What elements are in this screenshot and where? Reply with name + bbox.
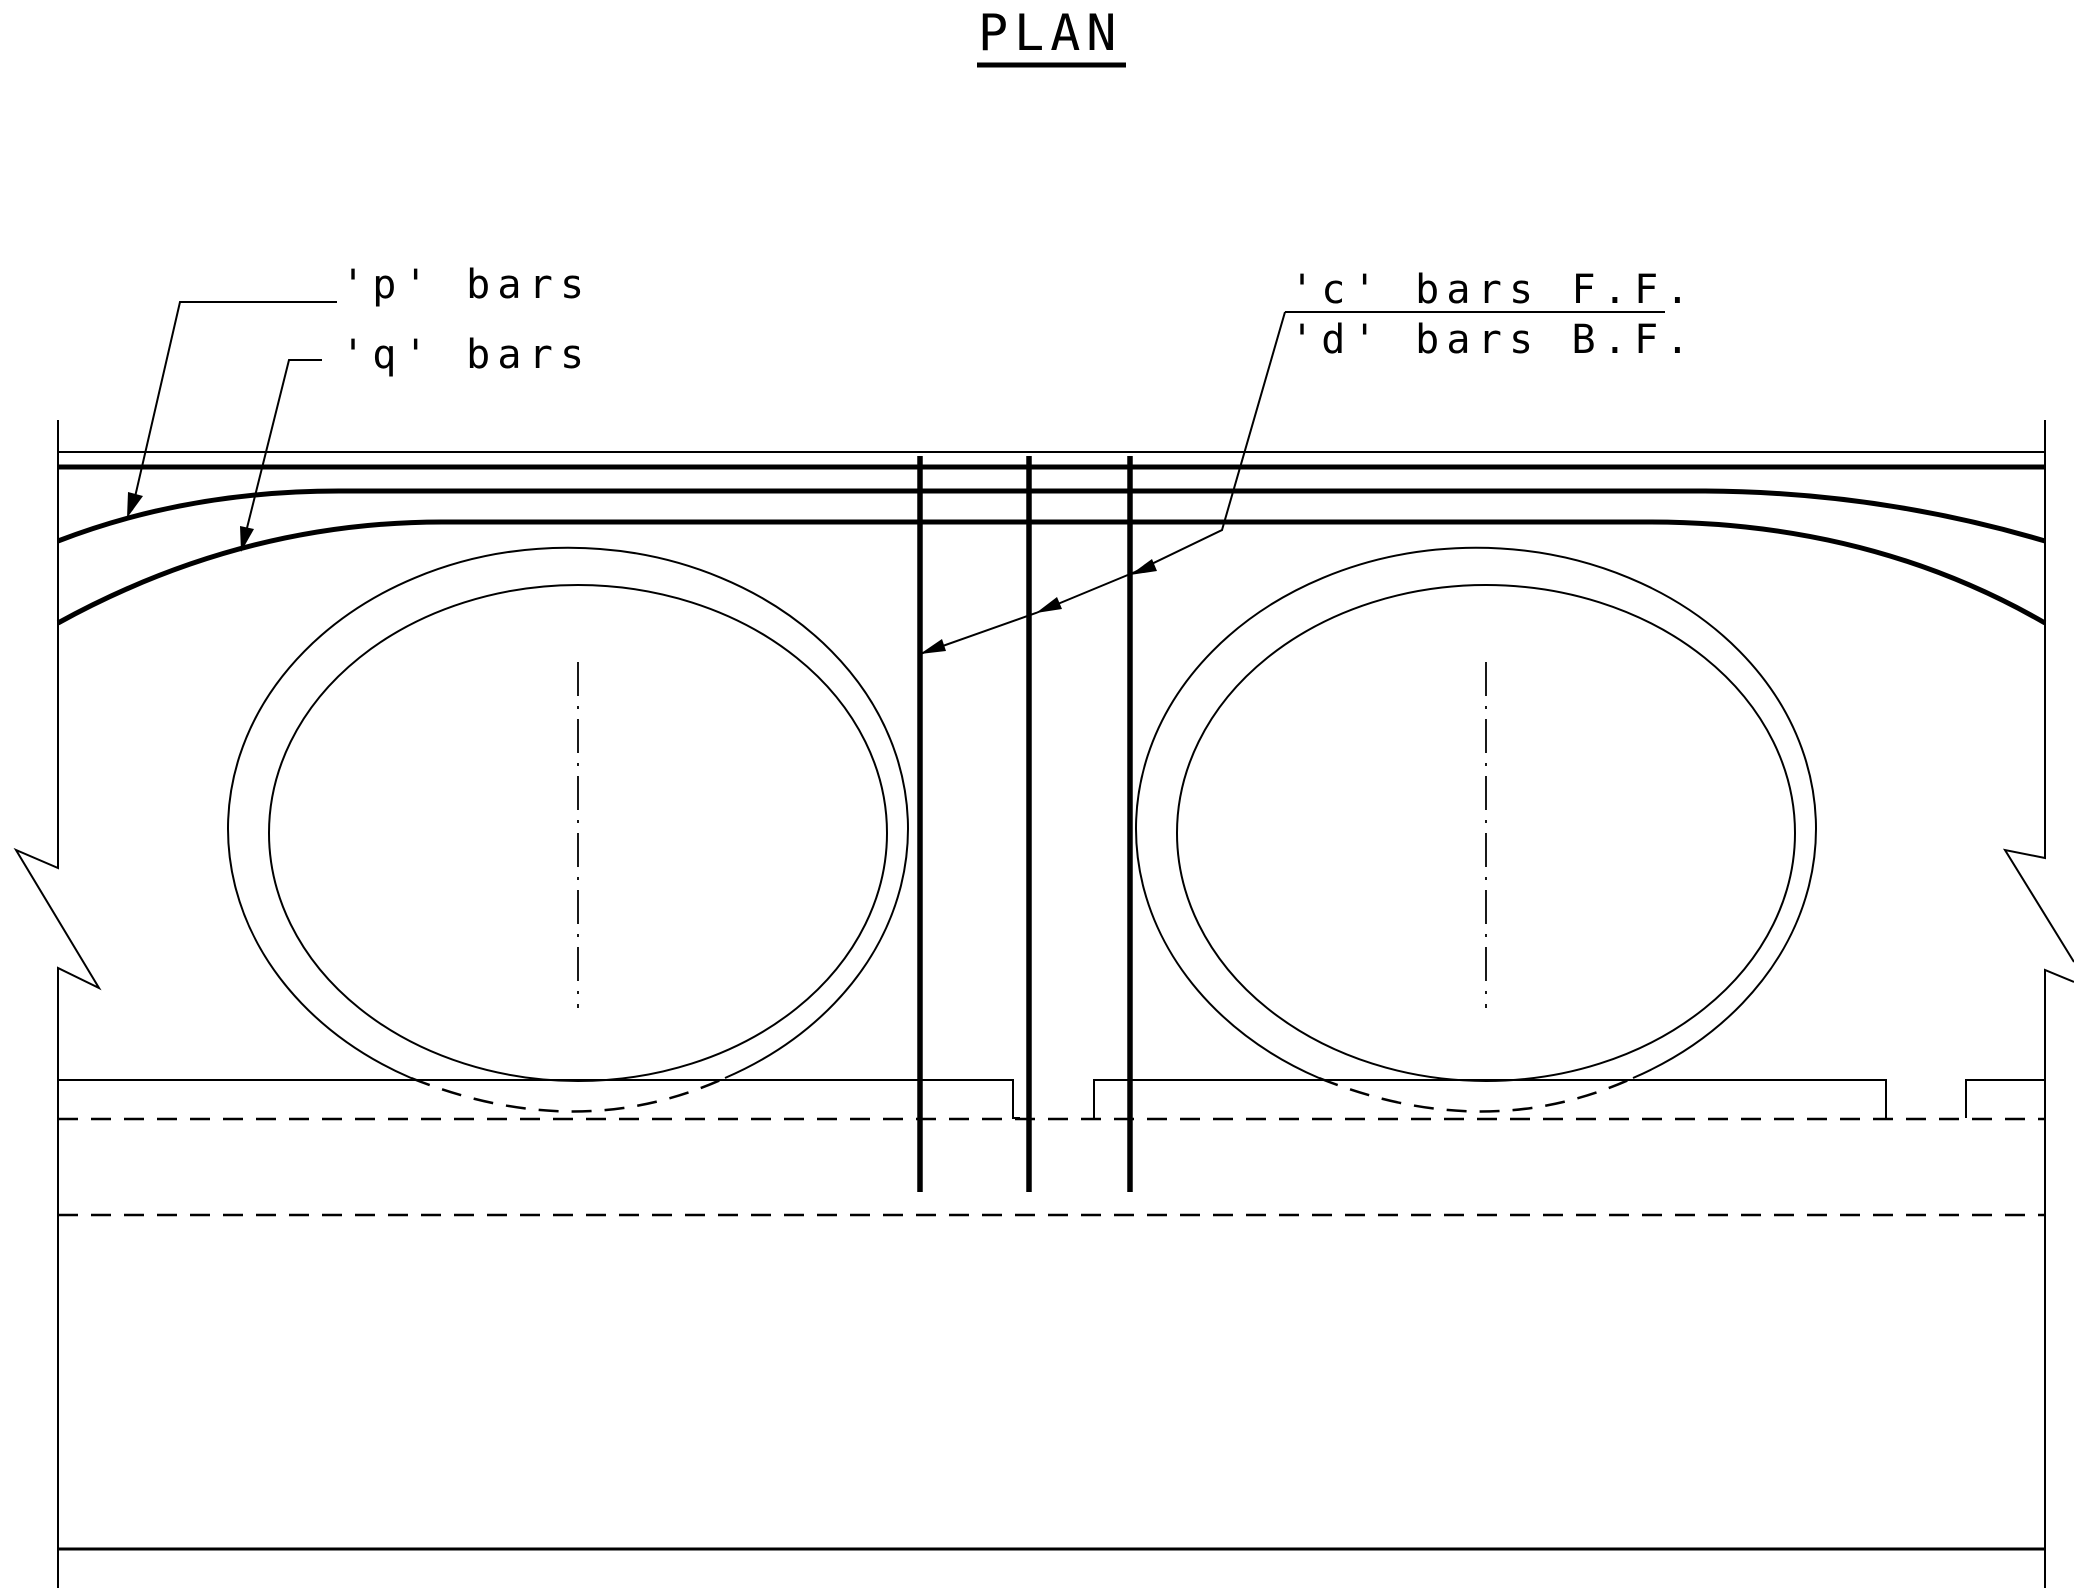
left-pipe xyxy=(227,546,909,1113)
c-bars-label: 'c' bars F.F. xyxy=(1290,267,1697,313)
d-bars-label: 'd' bars B.F. xyxy=(1290,317,1697,363)
right-pipe xyxy=(1135,546,1817,1113)
cd-arrowhead-3 xyxy=(920,639,946,654)
drawing-title: PLAN xyxy=(978,4,1122,62)
q-bars-curve xyxy=(56,519,2047,626)
right-edge xyxy=(2002,420,2074,1588)
cd-arrowhead-2 xyxy=(1036,597,1062,613)
q-bars-label: 'q' bars xyxy=(341,332,591,378)
p-bars-arrowhead xyxy=(127,492,143,518)
p-bars-curve xyxy=(57,488,2046,544)
left-edge xyxy=(13,420,102,1588)
p-bars-leader xyxy=(127,301,337,518)
left-pipe-outer-hidden xyxy=(410,1076,726,1113)
left-pipe-outer xyxy=(227,546,909,1079)
footing-line xyxy=(58,1079,2045,1119)
q-bars-arrowhead xyxy=(240,526,254,552)
right-pipe-outer-hidden xyxy=(1318,1076,1634,1113)
p-bars-label: 'p' bars xyxy=(341,262,591,308)
right-pipe-outer xyxy=(1135,546,1817,1079)
cd-bars-leader xyxy=(919,311,1665,655)
cd-arrowhead-1 xyxy=(1130,559,1157,575)
q-bars-leader xyxy=(240,359,322,552)
